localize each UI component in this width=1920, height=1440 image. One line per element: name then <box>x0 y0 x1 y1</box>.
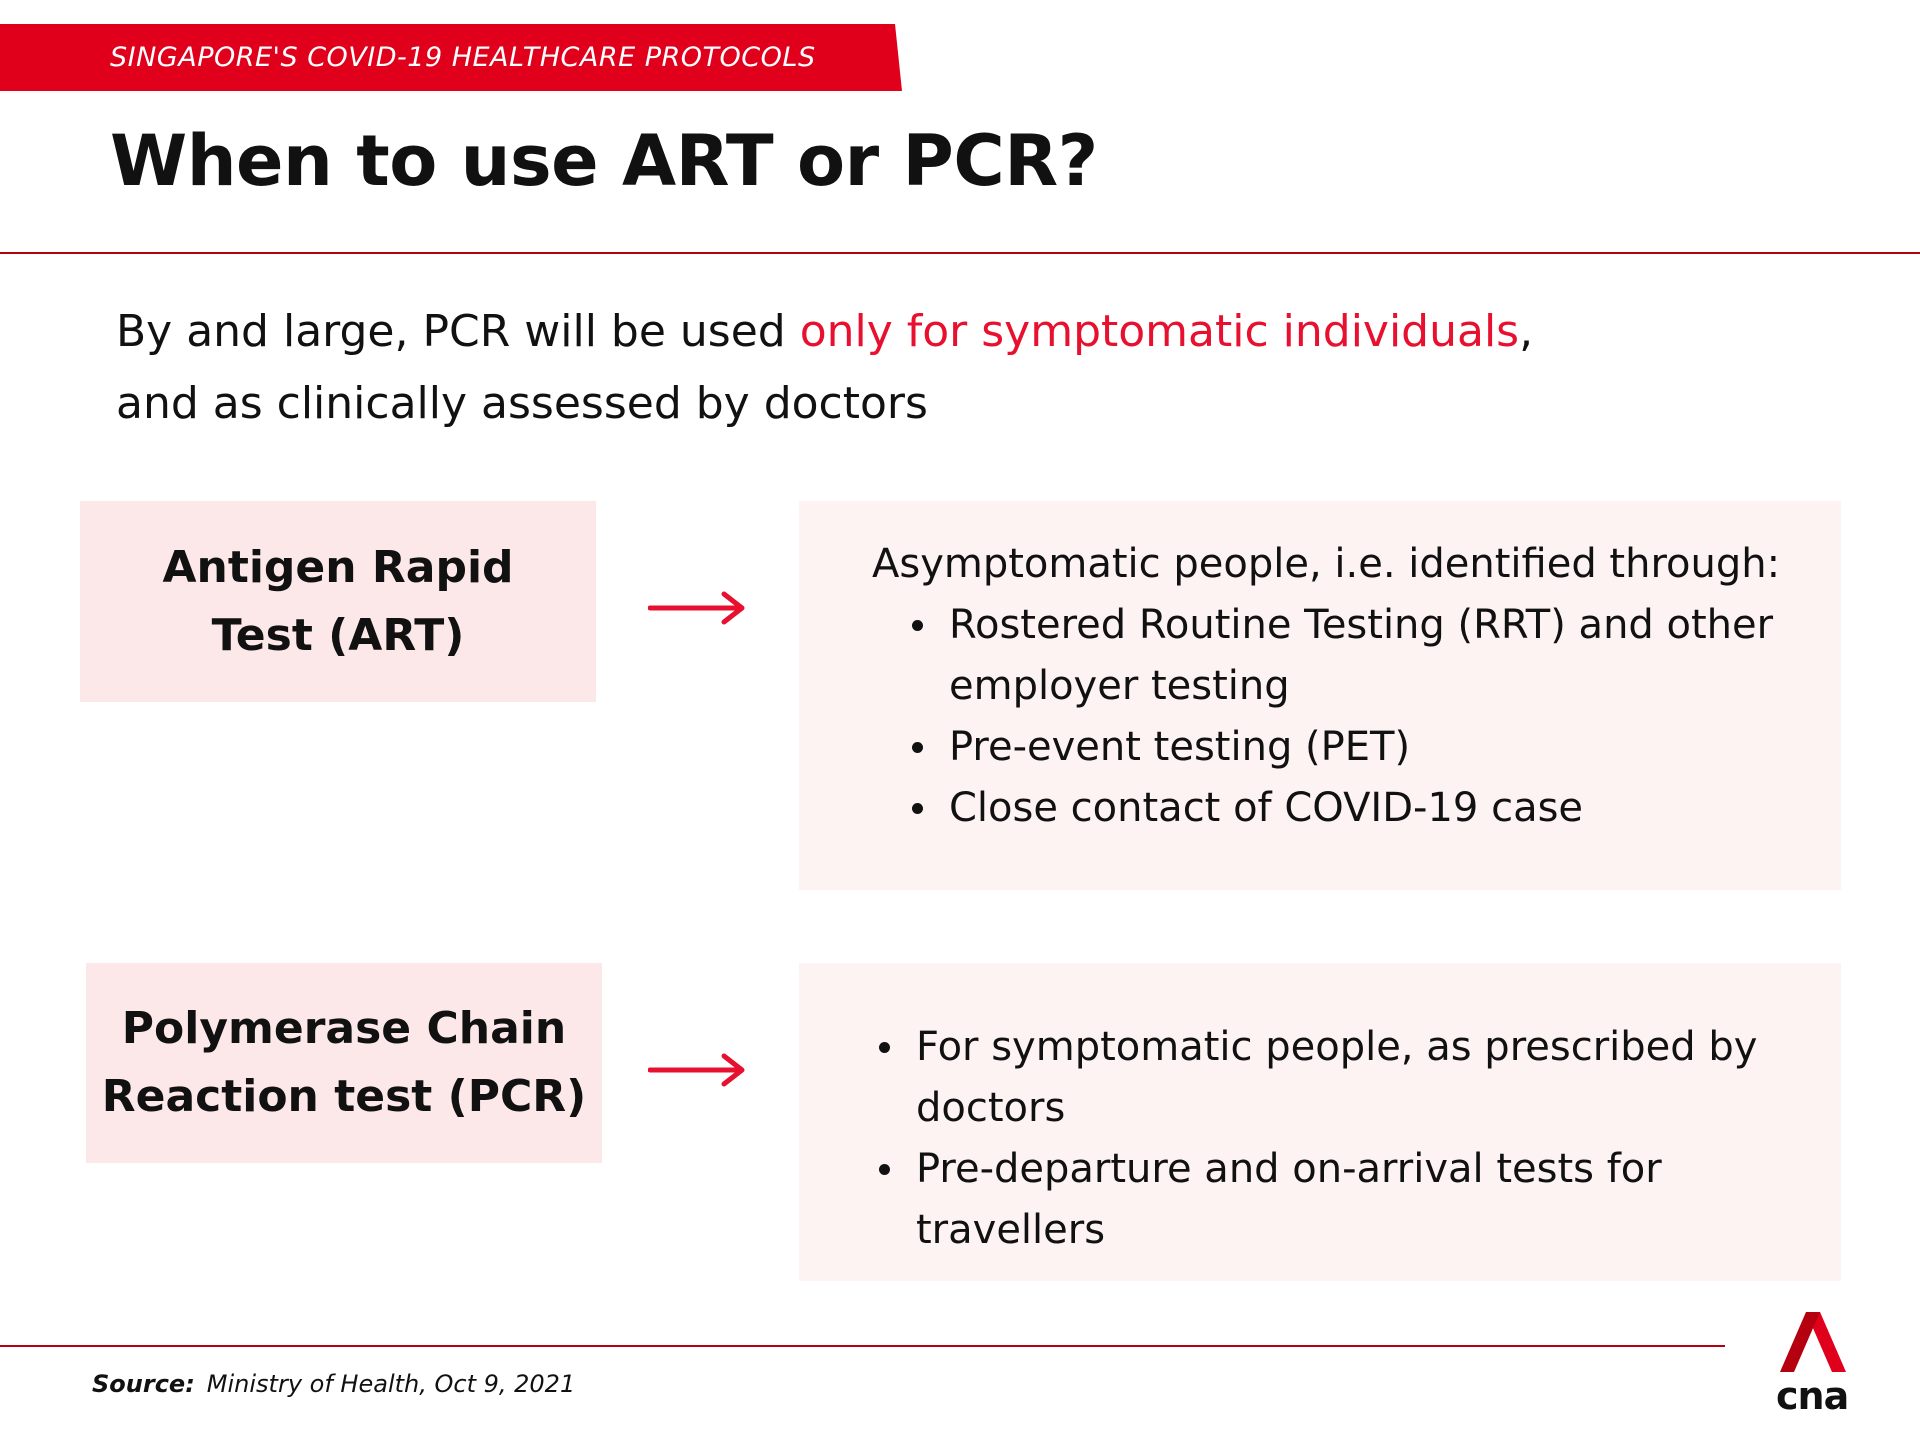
detail-box-art: Asymptomatic people, i.e. identified thr… <box>799 501 1841 890</box>
method-label-pcr: Polymerase Chain Reaction test (PCR) <box>101 1003 587 1122</box>
header-divider <box>0 252 1920 254</box>
detail-list-art: Rostered Routine Testing (RRT) and other… <box>912 595 1829 839</box>
arrow-right-icon <box>648 1053 745 1087</box>
list-item: Pre-departure and on-arrival tests for t… <box>879 1139 1816 1261</box>
category-banner-label: SINGAPORE'S COVID-19 HEALTHCARE PROTOCOL… <box>110 42 816 73</box>
logo-wordmark: cna <box>1776 1374 1849 1418</box>
detail-box-pcr: For symptomatic people, as prescribed by… <box>799 963 1841 1281</box>
list-item: Pre-event testing (PET) <box>912 717 1829 778</box>
method-label-art: Antigen Rapid Test (ART) <box>162 541 514 661</box>
intro-paragraph: By and large, PCR will be used only for … <box>116 296 1836 440</box>
intro-line-2: and as clinically assessed by doctors <box>116 378 928 429</box>
method-box-art: Antigen Rapid Test (ART) <box>80 501 596 702</box>
category-banner: SINGAPORE'S COVID-19 HEALTHCARE PROTOCOL… <box>0 24 902 91</box>
method-box-pcr: Polymerase Chain Reaction test (PCR) <box>86 963 602 1163</box>
page-title: When to use ART or PCR? <box>110 120 1098 202</box>
source-note: Source: Ministry of Health, Oct 9, 2021 <box>92 1370 575 1398</box>
footer-divider <box>0 1345 1725 1347</box>
list-item: Close contact of COVID-19 case <box>912 778 1829 839</box>
detail-list-pcr: For symptomatic people, as prescribed by… <box>879 1017 1816 1261</box>
cna-logo-icon: cna <box>1776 1310 1849 1420</box>
intro-text-before: By and large, PCR will be used <box>116 306 800 357</box>
detail-intro-art: Asymptomatic people, i.e. identified thr… <box>872 541 1781 587</box>
source-text: Ministry of Health, Oct 9, 2021 <box>206 1370 576 1398</box>
source-label: Source: <box>92 1370 195 1398</box>
intro-highlight: only for symptomatic individuals <box>799 306 1520 357</box>
cna-logo-mark <box>1780 1312 1846 1372</box>
list-item: Rostered Routine Testing (RRT) and other… <box>912 595 1829 717</box>
arrow-right-icon <box>648 591 745 625</box>
intro-text-after: , <box>1519 306 1534 357</box>
list-item: For symptomatic people, as prescribed by… <box>879 1017 1816 1139</box>
